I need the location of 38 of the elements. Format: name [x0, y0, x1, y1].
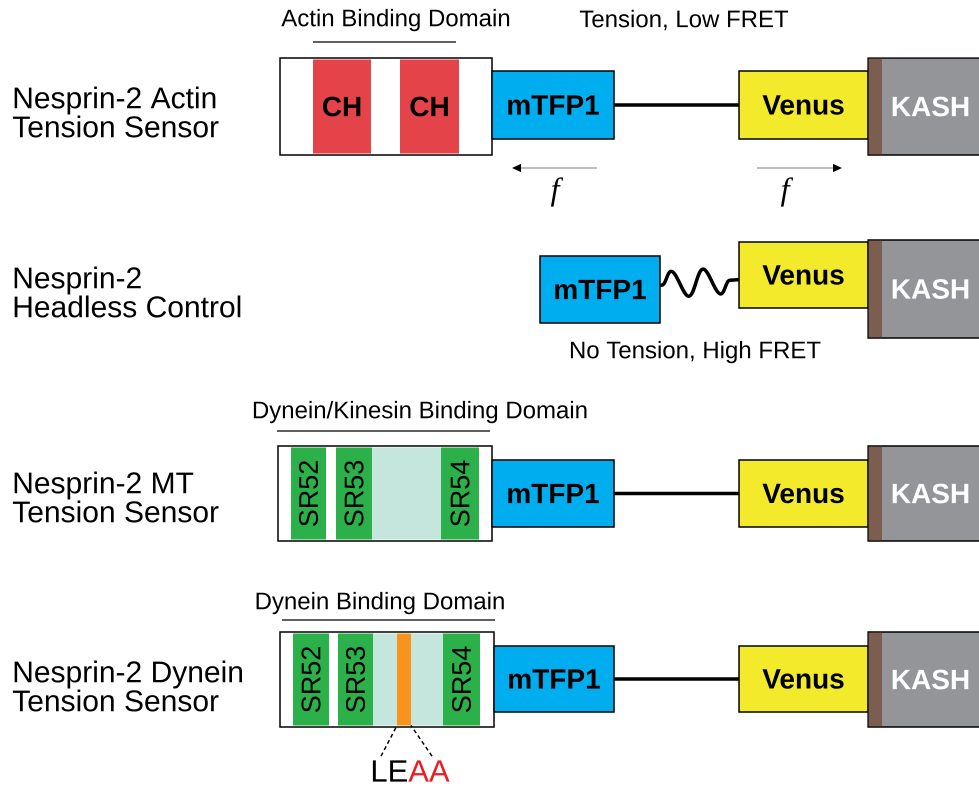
spectrin-repeat-band: SR53 [336, 448, 372, 540]
leader-line [380, 725, 398, 756]
fluorophore-box: mTFP1 [539, 255, 661, 324]
spectrin-repeat-band: SR53 [338, 634, 373, 726]
fluorophore-box: Venus [738, 241, 869, 309]
spectrin-repeat-band: SR54 [441, 448, 479, 540]
fret-state-label: Tension, Low FRET [580, 10, 788, 30]
domain-label: Actin Binding Domain [281, 8, 510, 32]
spectrin-repeat-band: SR52 [291, 448, 326, 540]
fluorophore-box: mTFP1 [491, 459, 615, 528]
domain-label: Dynein Binding Domain [256, 592, 504, 614]
spectrin-repeat-band: SR52 [293, 634, 329, 726]
construct-label: Nesprin-2 Dynein Tension Sensor [12, 660, 242, 712]
kash-domain-box: KASH [867, 631, 979, 728]
linker-line [614, 103, 739, 107]
fret-state-label: No Tension, High FRET [570, 340, 820, 364]
sequence-label: LEAA [372, 760, 450, 782]
force-label: f [550, 177, 564, 207]
kash-domain-box: KASH [867, 445, 979, 542]
construct-label: Nesprin-2 Headless Control [14, 266, 240, 318]
kash-domain-box: KASH [867, 239, 979, 339]
construct-label: Nesprin-2 Actin Tension Sensor [12, 86, 219, 138]
ch-band: CH [400, 60, 459, 154]
linker-line [614, 677, 739, 681]
linker-line [614, 492, 739, 496]
fluorophore-box: mTFP1 [493, 645, 615, 713]
leader-line [410, 725, 433, 757]
kash-domain-box: KASH [867, 57, 979, 156]
domain-label: Dynein/Kinesin Binding Domain [254, 400, 586, 424]
force-label: f [780, 177, 794, 207]
fluorophore-box: mTFP1 [491, 70, 615, 140]
construct-label: Nesprin-2 MT Tension Sensor [12, 472, 219, 522]
fluorophore-box: Venus [738, 459, 869, 528]
spectrin-repeat-band: SR54 [443, 634, 480, 726]
ch-band: CH [313, 60, 371, 154]
mutation-band [397, 634, 411, 726]
fluorophore-box: Venus [738, 645, 869, 713]
fluorophore-box: Venus [738, 70, 869, 140]
